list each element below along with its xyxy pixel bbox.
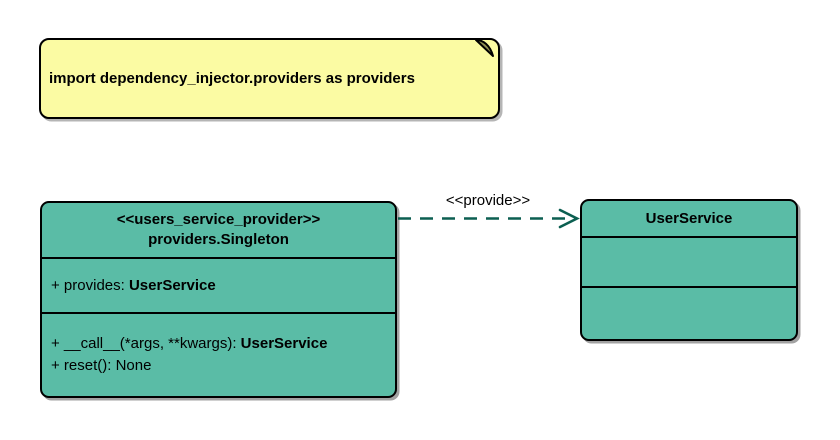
provide-dependency-arrow (398, 208, 580, 229)
open-arrowhead-icon (558, 208, 580, 229)
class-userservice: UserService (580, 199, 798, 341)
attribute-type: UserService (128, 276, 216, 294)
method-call-return-type: UserService (240, 335, 328, 352)
class-stereotype: <<users_service_provider>> (116, 211, 321, 228)
class-name: UserService (645, 209, 733, 227)
class-providers-singleton-header: <<users_service_provider>> providers.Sin… (42, 203, 395, 257)
class-providers-singleton: <<users_service_provider>> providers.Sin… (40, 201, 397, 398)
class-attributes-section: + provides: UserService (42, 257, 395, 312)
note-fold-icon (475, 39, 494, 57)
class-methods-section: + __call__(*args, **kwargs): UserService… (42, 312, 395, 396)
attribute-provides: + provides: UserService (51, 276, 216, 294)
import-note-text: import dependency_injector.providers as … (49, 70, 415, 87)
import-note: import dependency_injector.providers as … (39, 38, 500, 119)
provide-edge-label: <<provide>> (445, 192, 531, 209)
class-userservice-header: UserService (582, 201, 796, 236)
method-reset: + reset(): None (51, 357, 152, 374)
method-call: + __call__(*args, **kwargs): UserService (51, 335, 328, 352)
class-userservice-attributes-section (582, 236, 796, 286)
class-name: providers.Singleton (148, 231, 289, 248)
class-userservice-methods-section (582, 286, 796, 339)
